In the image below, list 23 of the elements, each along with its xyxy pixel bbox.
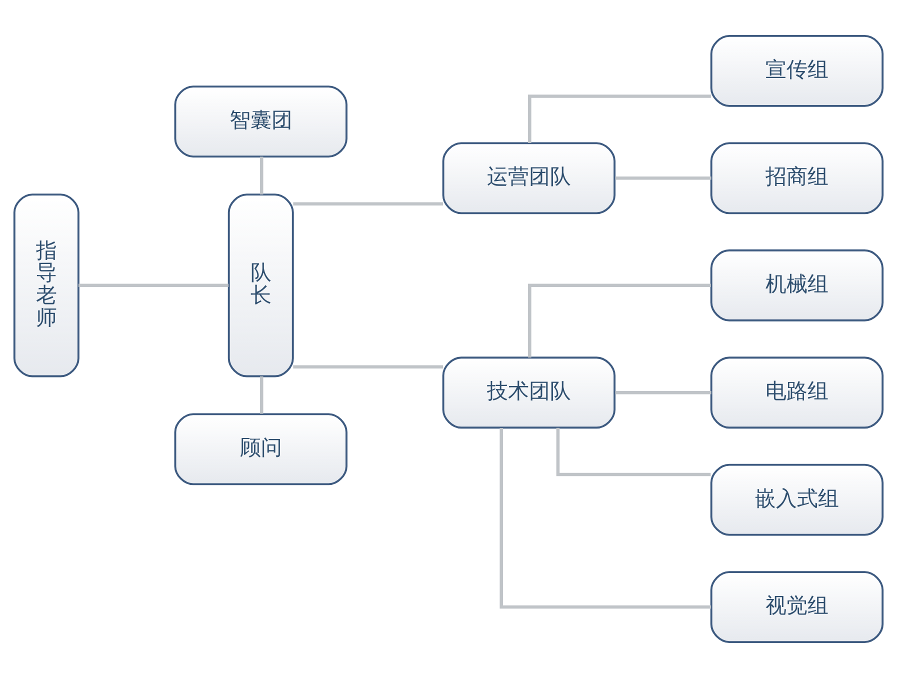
- connector: [293, 364, 444, 368]
- connector: [500, 428, 712, 608]
- node-box: 宣传组: [710, 34, 884, 106]
- node-box: 视觉组: [710, 570, 884, 643]
- node-box: 机械组: [710, 248, 884, 321]
- connector: [260, 376, 264, 414]
- connector: [615, 390, 712, 394]
- node-box: 队长: [228, 193, 294, 377]
- connector: [78, 283, 229, 287]
- node-box: 顾问: [174, 412, 348, 485]
- node-box: 电路组: [710, 356, 884, 428]
- connector: [556, 427, 711, 476]
- node-box: 技术团队: [442, 356, 616, 428]
- connector: [528, 94, 711, 142]
- connector: [615, 176, 712, 180]
- node-box: 智囊团: [174, 85, 348, 158]
- node-box: 招商组: [710, 142, 884, 214]
- connector: [528, 283, 711, 357]
- node-box: 嵌入式组: [710, 463, 884, 536]
- node-box: 指导老师: [13, 193, 80, 377]
- connector: [260, 156, 264, 194]
- connector: [293, 202, 444, 205]
- node-box: 运营团队: [442, 142, 616, 214]
